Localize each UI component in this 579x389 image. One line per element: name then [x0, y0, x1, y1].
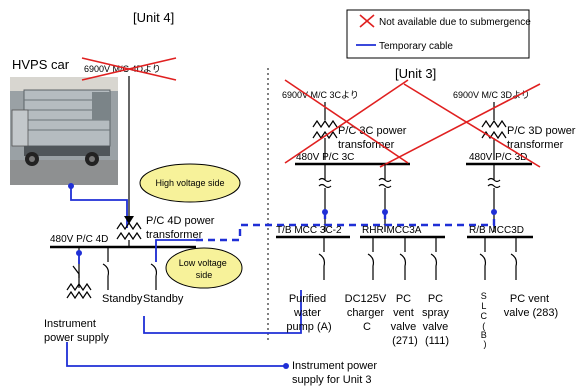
legend-temporary-cable-label: Temporary cable	[379, 41, 453, 52]
pc-3d-bus-label: 480V P/C 3D	[469, 152, 527, 163]
pc-3c-transformer-symbol	[312, 119, 338, 140]
instrument-supply-unit3-label: Instrument power supply for Unit 3	[292, 360, 380, 386]
load-breakers	[318, 237, 518, 280]
svg-text:High voltage side: High voltage side	[155, 178, 224, 188]
feeder-arrow-icon	[124, 216, 134, 224]
pc-spray-111-label: PC spray valve (111)	[422, 293, 452, 347]
pc-3d-transformer-label: P/C 3D power transformer	[507, 125, 579, 151]
unit3-title: [Unit 3]	[395, 66, 436, 81]
mcc-rb-label: R/B MCC3D	[469, 225, 524, 236]
temporary-cable-instrument-unit3	[66, 342, 286, 367]
svg-text:Low voltage side: Low voltage side	[179, 258, 230, 280]
red-cross-legend-icon	[359, 14, 375, 28]
mcc-tb-label: T/B MCC 3C-2	[276, 225, 342, 236]
unit4-title: [Unit 4]	[133, 10, 174, 25]
mc-3c-label: 6900V M/C 3Cより	[282, 90, 359, 100]
temporary-cable-dashed	[196, 212, 496, 242]
pc-4d-transformer-label: P/C 4D power transformer	[146, 215, 218, 241]
standby-breaker-1	[102, 263, 110, 277]
purified-pump-label: Purified water pump (A)	[286, 293, 331, 333]
pc-4d-transformer-symbol	[116, 221, 142, 241]
temporary-cable-purified-pump	[143, 290, 302, 334]
temporary-cable-standby	[155, 239, 196, 262]
standby-1-label: Standby	[102, 293, 143, 305]
pc-vent-271-label: PC vent valve (271)	[391, 293, 420, 347]
pc-4d-bus-label: 480V P/C 4D	[50, 234, 108, 245]
mcc-rhr-label: RHR MCC3A	[362, 225, 422, 236]
instrument-transformer-symbol	[66, 282, 92, 292]
instrument-supply-label: Instrument power supply	[44, 318, 109, 344]
hvps-car-label: HVPS car	[12, 57, 70, 72]
instrument-unit3-dot	[283, 363, 289, 369]
legend-not-available-label: Not available due to submergence	[379, 17, 531, 28]
cable-connector-dots	[322, 209, 497, 215]
slc-b-label: S L C ( B )	[480, 291, 489, 349]
pc-3d-transformer-symbol	[481, 119, 507, 140]
pc-3c-transformer-label: P/C 3C power transformer	[338, 125, 410, 151]
mc-4d-cross	[81, 57, 177, 81]
high-voltage-bubble: High voltage side	[139, 163, 241, 203]
pc-3d-cross	[379, 83, 541, 168]
standby-2-label: Standby	[143, 293, 184, 305]
standby-breaker-2	[150, 263, 158, 277]
dc-charger-label: DC125V charger C	[345, 293, 390, 333]
mc-4d-label: 6900V M/C 4Dより	[84, 64, 161, 74]
hvps-car-image	[10, 77, 118, 185]
mcc-feeders	[318, 164, 501, 232]
pc-vent-283-label: PC vent valve (283)	[504, 293, 558, 319]
mc-3d-label: 6900V M/C 3Dより	[453, 90, 530, 100]
legend-box: Not available due to submergence Tempora…	[346, 9, 531, 59]
pc-3c-cross	[284, 79, 409, 164]
temporary-cable-hvps	[70, 186, 128, 228]
pc-3c-bus-label: 480V P/C 3C	[296, 152, 354, 163]
low-voltage-bubble: Low voltage side	[165, 247, 243, 289]
